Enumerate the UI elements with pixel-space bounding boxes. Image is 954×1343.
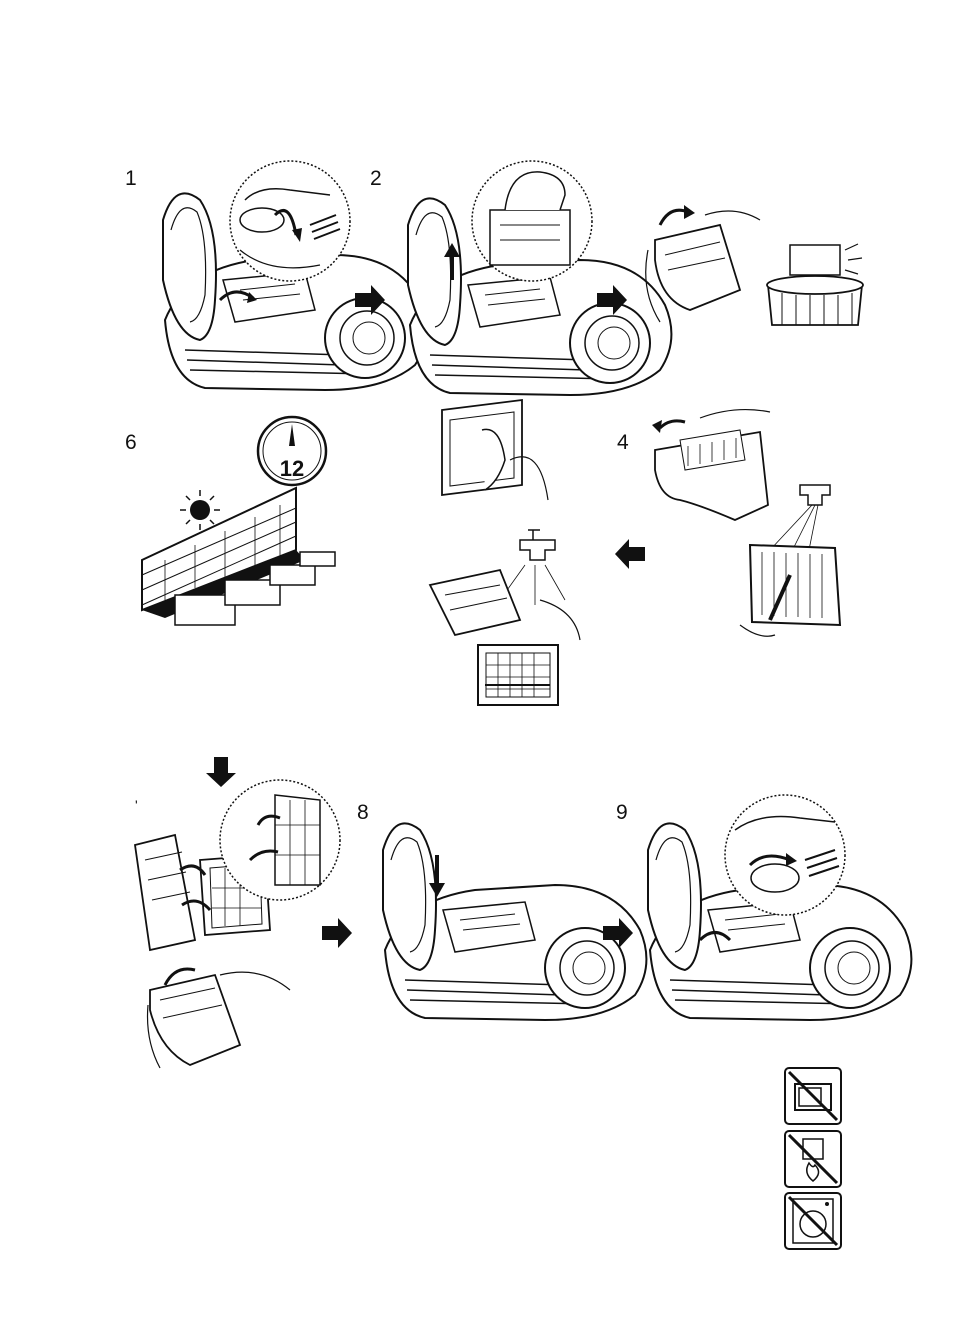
step-3-emptying-illustration: [646, 205, 863, 325]
clock-number: 12: [280, 456, 304, 481]
step-8-vacuum-illustration: [383, 823, 646, 1020]
step-7-detail-circle: [220, 780, 340, 900]
arrow-icon: [322, 918, 352, 948]
step-2-detail-circle: [472, 161, 592, 281]
no-washing-machine-icon: [785, 1193, 841, 1249]
sun-icon: [190, 500, 210, 520]
step-9-detail-circle: [725, 795, 845, 915]
step-1-detail-circle: [230, 161, 350, 281]
no-fire-icon: [785, 1131, 841, 1187]
arrow-down-icon: [206, 757, 236, 787]
step-6-drying-illustration: 12: [142, 417, 335, 625]
arrow-left-icon: [615, 539, 645, 569]
no-microwave-icon: [785, 1068, 841, 1124]
step-4-cleaning-illustration: [652, 410, 840, 637]
step-5-washing-illustration: [430, 400, 580, 705]
